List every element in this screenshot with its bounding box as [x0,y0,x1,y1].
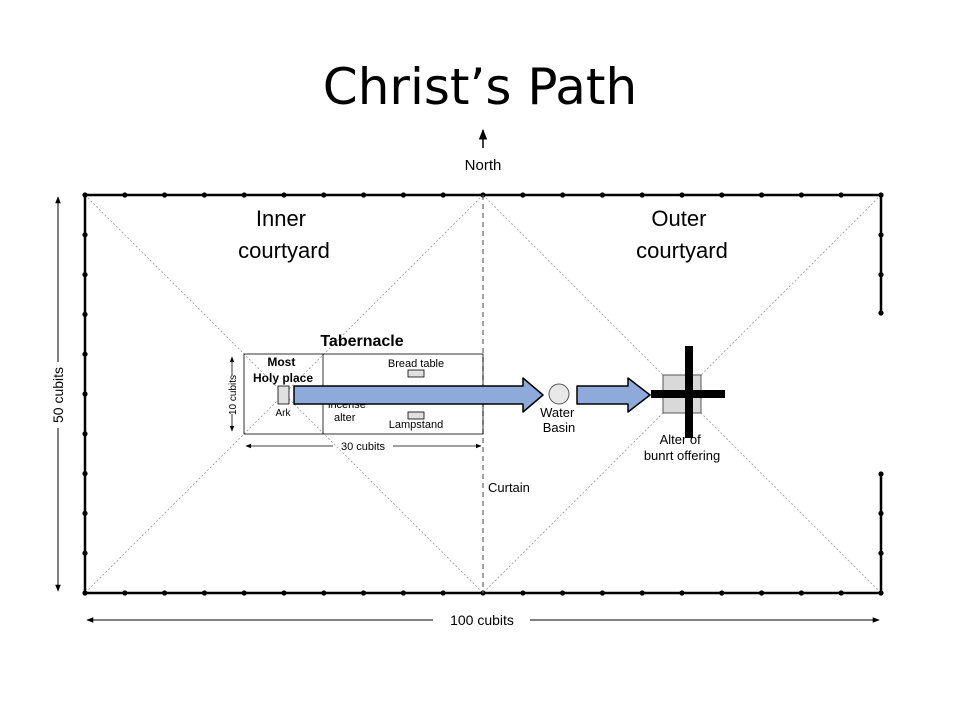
fence-post [878,471,884,477]
bread-table [407,369,425,378]
fence-post [798,590,805,596]
curtain-label: Curtain [488,480,530,495]
fence-post [679,192,685,198]
fence-post [82,471,88,477]
fence-post [201,590,207,596]
fence-post [520,192,526,198]
fence-post [361,192,367,198]
fence-post [719,192,725,198]
fence-post [878,192,884,198]
lampstand-label: Lampstand [389,419,443,431]
ark-label: Ark [276,408,292,419]
fence-post [281,192,287,198]
fence-post [400,192,406,198]
fence-posts [82,192,884,596]
inner-courtyard-label: Inner courtyard [238,206,330,263]
north-label: North [465,157,502,174]
cross-icon [651,346,725,438]
fence-post [82,351,88,357]
fence-post [400,590,406,596]
fence-post [599,192,606,198]
fence-post [82,192,88,198]
fence-post [321,192,327,198]
fence-post [122,590,128,596]
dim-court-length-label: 100 cubits [450,612,514,628]
fence-post [281,590,287,596]
fence-post [82,232,88,238]
bread-table-label: Bread table [388,358,444,370]
fence-post [878,590,884,596]
fence-post [122,192,128,198]
fence-post [201,192,207,198]
ark-of-covenant [277,385,290,405]
dim-tabernacle-width-label: 10 cubits [228,375,239,415]
fence-post [162,192,168,198]
fence-post [679,590,685,596]
fence-post [639,590,645,596]
fence-post [639,192,645,198]
fence-post [82,510,88,516]
fence-post [241,590,247,596]
fence-post [162,590,168,596]
lampstand [407,411,425,420]
most-holy-place-label: Most Holy place [253,355,313,385]
fence-post [520,590,526,596]
fence-post [82,311,88,317]
fence-post [82,391,88,397]
fence-post [878,232,884,238]
fence-post [798,192,805,198]
fence-post [361,590,367,596]
fence-post [759,192,765,198]
fence-post [440,590,446,596]
fence-post [560,590,566,596]
dim-tabernacle-length-label: 30 cubits [341,441,386,453]
tabernacle-label: Tabernacle [320,333,403,350]
fence-post [560,192,566,198]
water-basin-label: Water Basin [540,405,578,435]
fence-post [82,272,88,278]
fence-post [440,192,446,198]
outer-courtyard-label: Outer courtyard [636,206,728,263]
fence-post [838,590,844,596]
fence-post [878,310,884,316]
fence-post [82,590,88,596]
path-arrow-ark-to-basin [293,377,544,413]
water-basin [548,383,570,405]
fence-post [759,590,765,596]
fence-post [321,590,327,596]
fence-post [838,192,844,198]
burnt-offering-altar-label: Alter of bunrt offering [644,432,720,463]
fence-post [719,590,725,596]
fence-post [878,272,884,278]
dim-court-width-label: 50 cubits [50,367,66,423]
fence-post [878,550,884,556]
fence-post [878,510,884,516]
fence-post [599,590,606,596]
slide-title: Christ’s Path [322,58,638,116]
fence-post [241,192,247,198]
fence-post [82,550,88,556]
path-arrow-basin-to-altar [576,377,651,413]
fence-post [82,431,88,437]
